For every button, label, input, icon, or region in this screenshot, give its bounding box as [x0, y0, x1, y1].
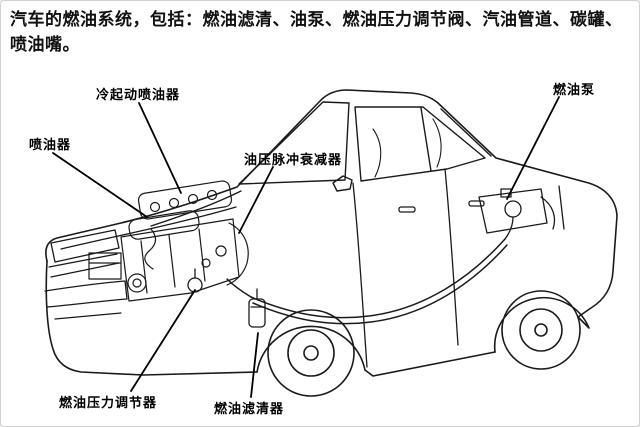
fuel-lines: [226, 238, 508, 325]
label-fuel-pump: 燃油泵: [553, 82, 596, 97]
label-fuel-pressure-regulator: 燃油压力调节器: [59, 395, 158, 410]
car-body-outline: [45, 89, 618, 377]
front-wheel: [267, 309, 355, 397]
windows: [238, 101, 492, 192]
leader-lines: [52, 96, 560, 398]
fuel-filter-part: [248, 288, 266, 328]
label-cold-start-injector: 冷起动喷油器: [96, 87, 181, 102]
label-fuel-filter: 燃油滤清器: [214, 401, 285, 416]
label-oil-pressure-pulse-damper: 油压脉冲衰减器: [244, 152, 343, 167]
engine-detail: [88, 180, 249, 302]
header-text: 汽车的燃油系统，包括：燃油滤清、油泵、燃油压力调节阀、汽油管道、碳罐、喷油嘴。: [10, 10, 623, 54]
fuel-pressure-regulator-part: [187, 268, 203, 293]
fuel-pump-part: [478, 188, 556, 240]
rear-wheel: [501, 290, 581, 370]
door-seams: [60, 168, 565, 368]
label-injector: 喷油器: [29, 137, 72, 152]
interior-seats: [372, 118, 442, 178]
front-face: [44, 229, 128, 320]
